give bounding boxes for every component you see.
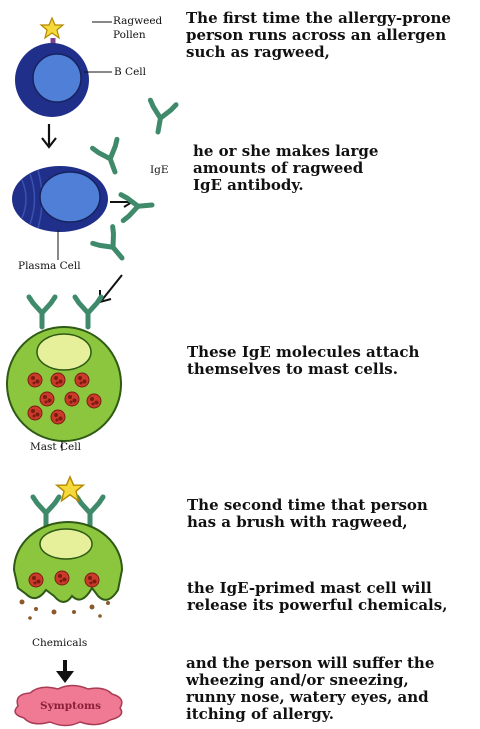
granule-icon: [28, 373, 42, 387]
primed-mast-cell-nucleus: [40, 529, 92, 559]
mast-cell-nucleus: [37, 334, 91, 370]
ige-antibody-icon: [93, 139, 128, 176]
b-cell-group: [15, 18, 112, 117]
granule-icon: [51, 373, 65, 387]
ragweed-pollen-icon: [41, 18, 63, 38]
granule-icon: [55, 571, 69, 585]
mast-cell-label: Mast Cell: [30, 441, 81, 453]
ige-antibody-icon: [145, 100, 176, 134]
plasma-cell-label: Plasma Cell: [18, 260, 81, 272]
ige-antibody-icon: [75, 297, 101, 327]
step-3-text: These IgE molecules attach themselves to…: [187, 344, 419, 378]
granule-icon: [85, 573, 99, 587]
granule-icon: [75, 373, 89, 387]
ige-antibody-icon: [93, 227, 132, 267]
b-cell-nucleus: [33, 54, 81, 102]
granule-icon: [65, 392, 79, 406]
granule-icon: [40, 392, 54, 406]
granule-icon: [28, 406, 42, 420]
step-4-text: The second time that person has a brush …: [187, 497, 428, 531]
ige-antibody-icon: [29, 297, 55, 327]
b-cell-label: B Cell: [114, 66, 146, 78]
step-6-text: and the person will suffer the wheezing …: [186, 655, 434, 723]
arrow-to-symptoms: [56, 660, 74, 683]
granule-icon: [29, 573, 43, 587]
primed-mast-cell-group: [14, 477, 122, 620]
granule-icon: [51, 410, 65, 424]
plasma-cell-nucleus: [40, 172, 100, 222]
step-2-text: he or she makes large amounts of ragweed…: [193, 143, 378, 194]
chemicals-label: Chemicals: [32, 637, 87, 649]
ige-label: IgE: [150, 164, 169, 176]
ragweed-pollen-label: Ragweed Pollen: [113, 14, 162, 42]
step-1-text: The first time the allergy-prone person …: [186, 10, 451, 61]
symptoms-label: Symptoms: [40, 700, 101, 712]
mast-cell-group: [7, 297, 121, 451]
granule-icon: [87, 394, 101, 408]
arrow-b-to-plasma: [42, 124, 56, 147]
step-5-text: the IgE-primed mast cell will release it…: [187, 580, 447, 614]
